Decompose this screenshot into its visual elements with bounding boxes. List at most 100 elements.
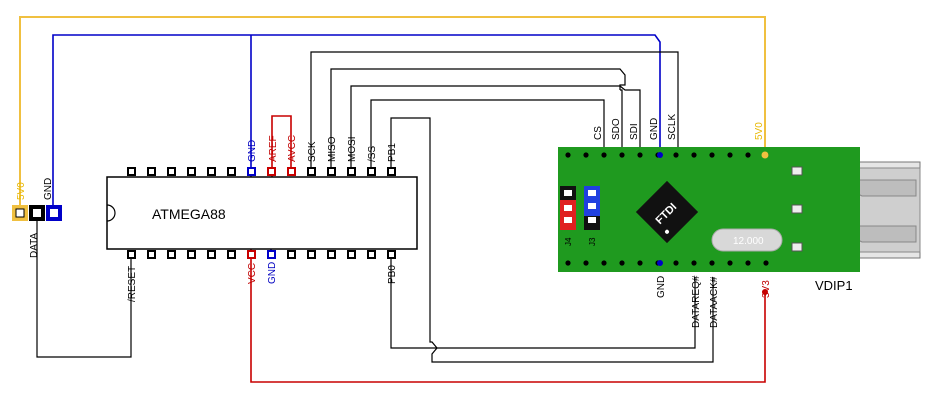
module-top-pin [601, 152, 607, 158]
chip-bottom-pin [247, 250, 256, 259]
jumper-j4-cap [560, 200, 576, 230]
chip-bottom-pin [347, 250, 356, 259]
chip-bottom-pin [147, 250, 156, 259]
module-top-pin [565, 152, 571, 158]
module-top-pin [727, 152, 733, 158]
chip-bottom-pin [307, 250, 316, 259]
module-pin-label-gnd: GND [649, 118, 660, 140]
module-pin-label-sdi: SDI [629, 123, 640, 140]
module-bottom-pin [691, 260, 697, 266]
chip-bottom-pin [207, 250, 216, 259]
module-bottom-pin [583, 260, 589, 266]
module-top-pin [637, 152, 643, 158]
chip-top-pin [187, 167, 196, 176]
module-pin-label-cs: CS [593, 126, 604, 140]
chip-top-pin [267, 167, 276, 176]
wire-gnd-bus [52, 34, 661, 208]
module-pin-label-sclk: SCLK [667, 114, 678, 140]
chip-top-pin [127, 167, 136, 176]
module-top-pin [619, 152, 625, 158]
module-pin-label-datareq: DATAREQ# [691, 275, 702, 328]
chip-top-pin [227, 167, 236, 176]
chip-pin-label-reset: /RESET [127, 266, 138, 302]
chip-bottom-pin [387, 250, 396, 259]
vdip1-module: J4 J3 FTDI 12.000 VDIP1 CS SDO SDI GND SCLK 5… [558, 114, 921, 328]
module-pin-label-5v0: 5V0 [754, 122, 765, 140]
chip-bottom-pin [367, 250, 376, 259]
chip-bottom-pin [167, 250, 176, 259]
chip-pin-label-avcc: AVCC [287, 135, 298, 162]
module-bottom-pin [745, 260, 751, 266]
module-bottom-pin [601, 260, 607, 266]
module-top-pin [709, 152, 715, 158]
chip-notch [106, 204, 116, 222]
chip-pin-label-vcc: VCC [247, 263, 258, 284]
module-pin-label-dataack: DATAACK# [709, 276, 720, 328]
chip-top-pin [287, 167, 296, 176]
wire-sck [310, 51, 679, 170]
module-bottom-pin [619, 260, 625, 266]
crystal-label: 12.000 [733, 236, 764, 247]
wire-5v0 [19, 16, 766, 208]
ftdi-chip: FTDI [635, 180, 699, 244]
wire-avcc [271, 115, 292, 170]
chip-top-pin [307, 167, 316, 176]
chip-pin-label-gnd: GND [247, 140, 258, 162]
crystal [711, 228, 783, 252]
module-bottom-pin [727, 260, 733, 266]
module-bottom-pin [637, 260, 643, 266]
module-bottom-pin [565, 260, 571, 266]
chip-pin-label-pb1: PB1 [387, 143, 398, 162]
chip-top-pin [247, 167, 256, 176]
module-top-pin [673, 152, 679, 158]
chip-pin-label-aref: AREF [268, 135, 279, 162]
module-top-pin [583, 152, 589, 158]
module-pin-label-3v3: 3V3 [761, 280, 772, 298]
chip-top-pin [367, 167, 376, 176]
chip-bottom-pin [227, 250, 236, 259]
module-board [558, 147, 860, 272]
module-bottom-pin [763, 260, 769, 266]
chip-top-pin [387, 167, 396, 176]
wire-reset [36, 220, 132, 358]
module-name: VDIP1 [815, 278, 853, 293]
module-top-pin [745, 152, 751, 158]
wire-pb1 [390, 117, 714, 363]
chip-pin-label-gnd: GND [267, 262, 278, 284]
connector-label-gnd: GND [43, 178, 54, 200]
jumper-j4-label: J4 [564, 237, 573, 246]
chip-top-pin [167, 167, 176, 176]
connector-label-5v0: 5V0 [16, 182, 27, 200]
chip-top-pin [347, 167, 356, 176]
chip-pin-label-sck: SCK [307, 141, 318, 162]
wire-pb0 [390, 254, 696, 349]
chip-bottom-pin [327, 250, 336, 259]
module-pin-label-sdo: SDO [611, 118, 622, 140]
wire-ss [370, 99, 605, 170]
chip-name: ATMEGA88 [152, 206, 226, 222]
atmega88-chip: ATMEGA88 GND AREF AVCC SCK MISO MOSI/SS PB1/RE… [106, 135, 418, 302]
module-bottom-pin [673, 260, 679, 266]
module-pin-label-gnd: GND [656, 276, 667, 298]
chip-pin-label-pb0: PB0 [387, 265, 398, 284]
wire-3v3 [250, 254, 766, 383]
chip-bottom-pin [127, 250, 136, 259]
wire-miso-2 [620, 89, 623, 155]
wire-miso [330, 68, 626, 170]
jumper-j3-label: J3 [588, 237, 597, 246]
chip-bottom-pin [187, 250, 196, 259]
chip-pin-label-miso: MISO [327, 136, 338, 162]
data-connector: 5V0 GND DATA [12, 178, 62, 258]
chip-bottom-pin [287, 250, 296, 259]
connector-label-data: DATA [29, 232, 40, 258]
chip-top-pin [327, 167, 336, 176]
module-bottom-pin [709, 260, 715, 266]
chip-pin-label-ss: /SS [367, 146, 378, 162]
chip-bottom-pin [267, 250, 276, 259]
wire-mosi [350, 85, 641, 170]
chip-pin-label-mosi: MOSI [347, 136, 358, 162]
chip-body [106, 176, 418, 250]
chip-top-pin [207, 167, 216, 176]
chip-top-pin [147, 167, 156, 176]
